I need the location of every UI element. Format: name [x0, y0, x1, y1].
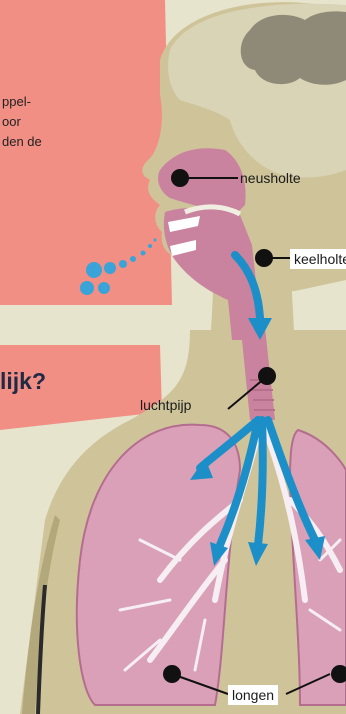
section-heading: lijk? — [0, 368, 46, 395]
info-line-1: ppel- — [2, 92, 90, 112]
info-line-2: oor — [2, 112, 90, 132]
label-throat: keelholte — [290, 249, 346, 269]
label-lungs: longen — [228, 685, 278, 705]
info-text: ppel- oor den de — [2, 92, 90, 152]
label-windpipe: luchtpijp — [140, 398, 191, 412]
info-panel-top — [0, 0, 172, 305]
info-line-3: den de — [2, 132, 90, 152]
label-nasal-cavity: neusholte — [240, 171, 301, 185]
